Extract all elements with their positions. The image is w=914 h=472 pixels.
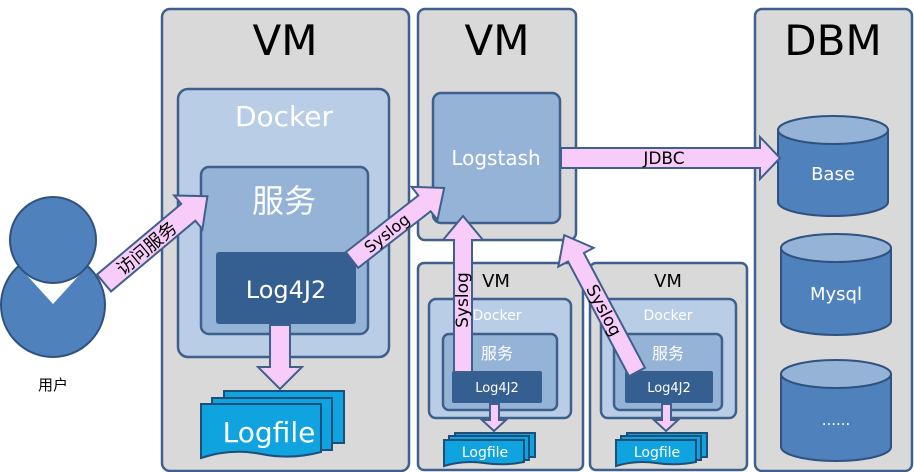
vm-small-2-title: VM xyxy=(654,271,682,292)
logfile-stack: Logfile xyxy=(200,390,345,460)
logfile-label-small-1: Logfile xyxy=(462,445,508,461)
docker-label: Docker xyxy=(235,100,334,133)
database-icon xyxy=(777,115,889,145)
dbm-title: DBM xyxy=(784,16,881,65)
service-label-small-2: 服务 xyxy=(652,344,684,363)
vm-small-2: VM Docker 服务 Log4J2 Logfile xyxy=(588,261,749,472)
logfile-label: Logfile xyxy=(223,416,316,449)
vm-main-title: VM xyxy=(253,16,318,65)
docker-label-small-1: Docker xyxy=(472,308,521,324)
arrow-logstash-to-dbm: JDBC xyxy=(560,134,782,182)
arrow-label-syslog-small-1: Syslog xyxy=(453,272,473,328)
vm-main: VM Docker 服务 Log4J2 Logfile xyxy=(160,7,411,472)
vm-logstash-title: VM xyxy=(465,16,530,65)
database-more: ...... xyxy=(780,359,892,462)
arrow-label-jdbc: JDBC xyxy=(642,149,684,169)
logfile-icon-small-2 xyxy=(615,439,697,468)
database-icon xyxy=(780,233,892,263)
docker-label-small-2: Docker xyxy=(643,308,692,324)
database-mysql: Mysql xyxy=(780,233,892,336)
logfile-stack-small-2: Logfile xyxy=(615,432,708,468)
logstash-label: Logstash xyxy=(451,146,540,170)
arrow-small-1-to-logstash: Syslog xyxy=(440,214,486,373)
log4j2-box-small-1 xyxy=(452,371,542,403)
vm-small-1: VM Docker 服务 Log4J2 Logfile xyxy=(416,261,585,472)
service-label-small-1: 服务 xyxy=(481,344,513,363)
log4j2-label: Log4J2 xyxy=(246,276,326,304)
user-head-icon xyxy=(9,196,97,284)
log4j2-box xyxy=(216,252,356,324)
database-icon xyxy=(780,359,892,389)
database-label: ...... xyxy=(822,411,851,429)
arrow-to-logfile-small-1 xyxy=(479,403,509,433)
log4j2-label-small-1: Log4J2 xyxy=(475,381,519,396)
vm-small-1-title: VM xyxy=(482,271,510,292)
log4j2-box-small-2 xyxy=(625,371,713,403)
dbm: DBM Base Mysql ...... xyxy=(753,7,914,472)
logfile-icon xyxy=(200,403,322,460)
logfile-stack-small-1: Logfile xyxy=(443,432,536,468)
log4j2-label-small-2: Log4J2 xyxy=(647,381,691,396)
user-label: 用户 xyxy=(38,376,68,394)
database-label: Base xyxy=(811,164,855,185)
database-label: Mysql xyxy=(810,284,862,305)
logfile-label-small-2: Logfile xyxy=(634,445,680,461)
service-label: 服务 xyxy=(252,182,316,220)
logfile-icon-small-1 xyxy=(443,439,525,468)
arrow-log4j2-to-logfile xyxy=(255,324,305,391)
arrow-to-logfile-small-2 xyxy=(651,403,681,433)
user-figure: 用户 xyxy=(0,196,106,394)
database-base: Base xyxy=(777,115,889,217)
vm-logstash: VM Logstash xyxy=(416,7,578,242)
